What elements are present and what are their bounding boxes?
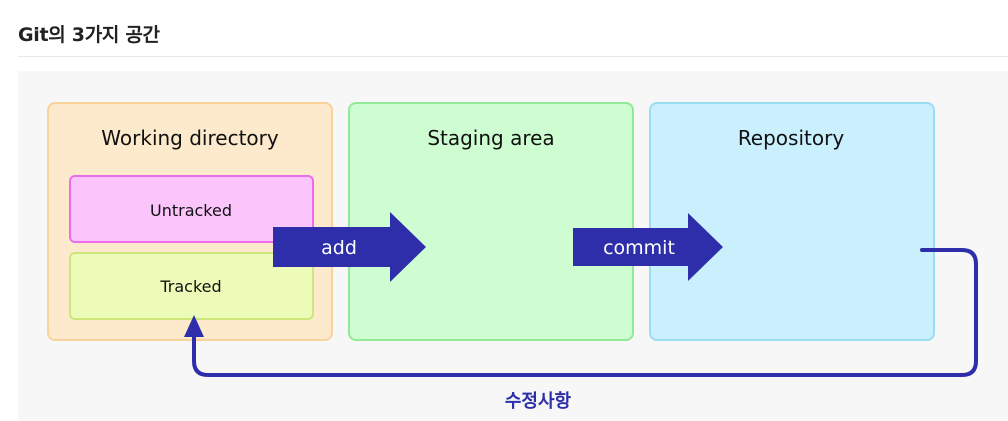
- repository-area: Repository: [649, 102, 935, 341]
- commit-arrow-shape: [573, 213, 723, 281]
- add-arrow-label: add: [321, 237, 357, 259]
- tracked-box: [69, 252, 314, 320]
- commit-arrow-label: commit: [603, 237, 675, 259]
- return-arrowhead: [184, 315, 204, 337]
- add-arrow: add: [273, 212, 426, 282]
- staging-area: Staging area: [348, 102, 634, 341]
- modification-label: 수정사항: [505, 391, 572, 412]
- untracked-label: Untracked: [150, 201, 232, 220]
- repository-label: Repository: [738, 126, 845, 150]
- untracked-box: [69, 175, 314, 243]
- diagram-canvas: Working directory Untracked Tracked Stag…: [18, 71, 1008, 421]
- add-arrow-shape: [273, 212, 426, 282]
- staging-area-label: Staging area: [427, 126, 554, 150]
- git-areas-diagram: Working directory Untracked Tracked Stag…: [47, 102, 978, 412]
- return-arrow-line: [192, 248, 978, 377]
- modification-return-arrow: 수정사항: [184, 248, 978, 412]
- working-directory-label: Working directory: [101, 126, 279, 150]
- commit-arrow: commit: [573, 213, 723, 281]
- section-title: Git의 3가지 공간: [18, 24, 160, 46]
- title-divider: [18, 56, 1008, 57]
- staging-area-box: [348, 102, 634, 341]
- tracked-label: Tracked: [159, 277, 221, 296]
- working-directory-area: Working directory Untracked Tracked: [47, 102, 333, 341]
- repository-box: [649, 102, 935, 341]
